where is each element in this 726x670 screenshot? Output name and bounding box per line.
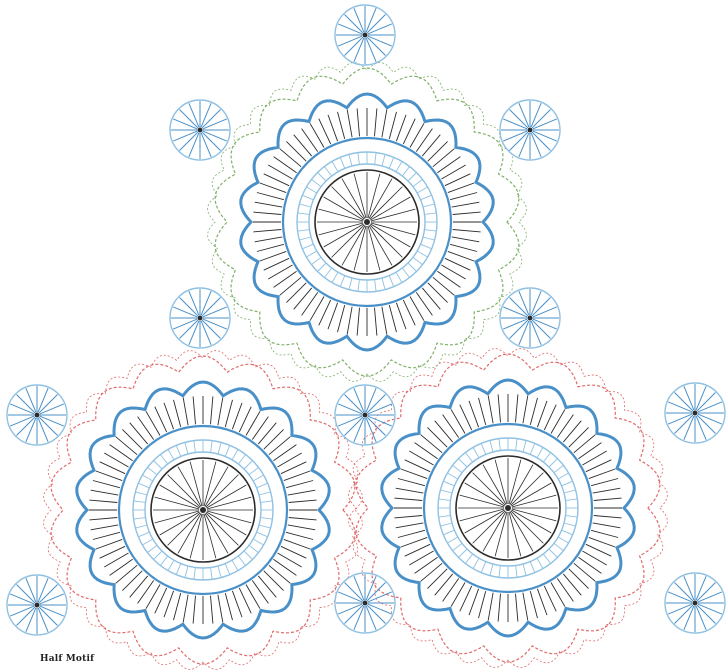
top-motif xyxy=(208,63,527,382)
flower-top xyxy=(335,5,395,65)
bottom-left-motif xyxy=(44,351,363,670)
flower-mid-left xyxy=(170,288,230,348)
flower-left xyxy=(7,385,67,445)
flower-center xyxy=(335,385,395,445)
flower-mid-right xyxy=(500,288,560,348)
bottom-right-motif xyxy=(349,349,668,668)
magic-ring xyxy=(364,219,370,225)
magic-ring xyxy=(200,507,206,513)
flower-right xyxy=(665,383,725,443)
flower-upper-left xyxy=(170,100,230,160)
flower-bottom-left xyxy=(7,575,67,635)
flower-bottom-right xyxy=(665,573,725,633)
caption: Half Motif xyxy=(40,654,94,664)
flower-upper-right xyxy=(500,100,560,160)
flower-bottom-center xyxy=(335,573,395,633)
magic-ring xyxy=(505,505,511,511)
